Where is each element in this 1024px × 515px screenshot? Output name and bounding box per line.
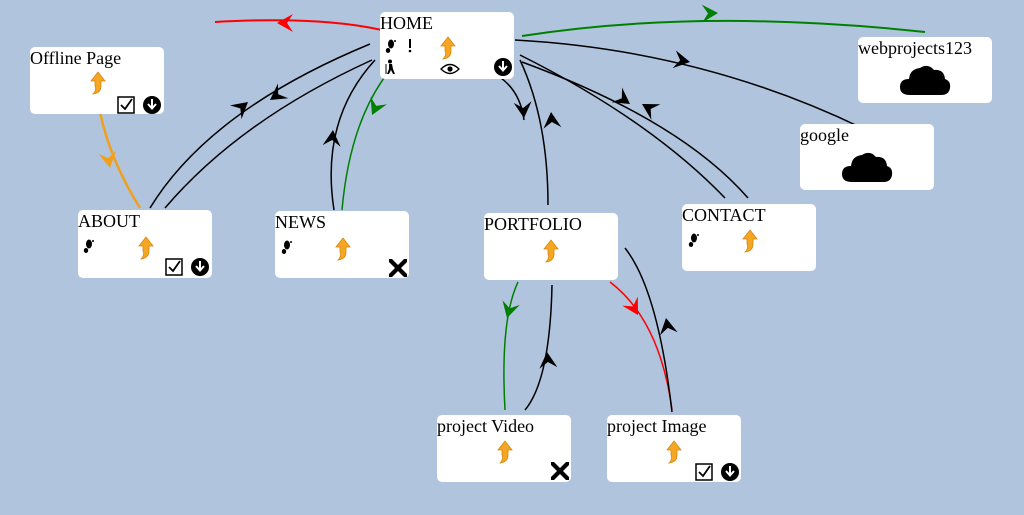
- node-project-image[interactable]: project Image: [607, 415, 741, 482]
- up-arrow-icon: [543, 239, 559, 263]
- node-title: google: [800, 125, 849, 145]
- edge-home-offline: [214, 19, 383, 31]
- node-title: Offline Page: [30, 48, 122, 68]
- node-title: project Video: [437, 416, 535, 436]
- close-icon[interactable]: [389, 259, 407, 277]
- footprint-icon: [382, 38, 398, 54]
- node-news[interactable]: NEWS: [275, 211, 409, 278]
- arrowhead: [622, 296, 646, 320]
- arrowhead: [701, 4, 719, 23]
- node-webprojects123[interactable]: webprojects123: [858, 37, 992, 103]
- node-title: ABOUT: [78, 211, 140, 231]
- download-icon[interactable]: [721, 463, 739, 481]
- download-icon[interactable]: [494, 58, 512, 76]
- edge-portfolio-home: [519, 59, 549, 206]
- arrowhead: [538, 351, 558, 369]
- arrowhead: [322, 129, 342, 147]
- node-title: HOME: [380, 13, 433, 33]
- edge-image-portfolio: [624, 247, 673, 413]
- node-title: CONTACT: [682, 205, 766, 225]
- footprint-icon: [80, 238, 96, 254]
- up-arrow-icon: [335, 237, 351, 261]
- node-title: NEWS: [275, 212, 326, 232]
- edge-video-portfolio: [524, 284, 553, 411]
- node-contact[interactable]: CONTACT: [682, 204, 816, 271]
- up-arrow-icon: [666, 440, 682, 464]
- edge-portfolio-image: [609, 281, 673, 411]
- node-offline-page[interactable]: Offline Page: [30, 47, 164, 114]
- arrowhead: [672, 50, 692, 71]
- edge-contact-home: [521, 61, 749, 199]
- checkbox-icon[interactable]: [165, 258, 183, 276]
- node-home[interactable]: HOME: [380, 12, 514, 79]
- edge-news-home: [330, 59, 376, 211]
- hiker-icon: [382, 59, 398, 75]
- edge-home-news: [341, 69, 391, 211]
- checkbox-icon[interactable]: [695, 463, 713, 481]
- edge-about-home: [149, 43, 371, 209]
- footprint-icon: [278, 239, 294, 255]
- download-icon[interactable]: [143, 96, 161, 114]
- arrowhead: [498, 300, 520, 321]
- exclamation-icon: [402, 38, 418, 54]
- node-title: PORTFOLIO: [484, 214, 582, 234]
- arrowhead: [657, 316, 678, 336]
- footprint-icon: [685, 232, 701, 248]
- cloud-icon: [840, 148, 894, 184]
- edge-home-google: [514, 39, 863, 129]
- node-about[interactable]: ABOUT: [78, 210, 212, 278]
- up-arrow-icon: [497, 440, 513, 464]
- arrowhead: [542, 111, 562, 129]
- eye-icon[interactable]: [440, 63, 460, 75]
- edge-home-about: [164, 59, 373, 209]
- node-title: webprojects123: [858, 38, 972, 58]
- edge-home-portfolio: [497, 75, 525, 121]
- download-icon[interactable]: [191, 258, 209, 276]
- up-arrow-icon: [742, 229, 758, 253]
- node-title: project Image: [607, 416, 707, 436]
- up-arrow-icon: [90, 71, 106, 95]
- node-google[interactable]: google: [800, 124, 934, 190]
- up-arrow-icon: [138, 236, 154, 260]
- arrowhead: [611, 87, 636, 112]
- arrowhead: [513, 101, 533, 119]
- arrowhead: [277, 14, 293, 32]
- node-portfolio[interactable]: PORTFOLIO: [484, 213, 618, 280]
- checkbox-icon[interactable]: [117, 96, 135, 114]
- edge-home-contact: [519, 54, 726, 199]
- node-project-video[interactable]: project Video: [437, 415, 571, 482]
- edge-portfolio-video: [503, 281, 519, 411]
- edge-offline-about: [98, 111, 142, 209]
- close-icon[interactable]: [551, 462, 569, 480]
- cloud-icon: [898, 61, 952, 97]
- up-arrow-icon: [440, 36, 456, 60]
- edge-home-webprojects: [521, 19, 926, 37]
